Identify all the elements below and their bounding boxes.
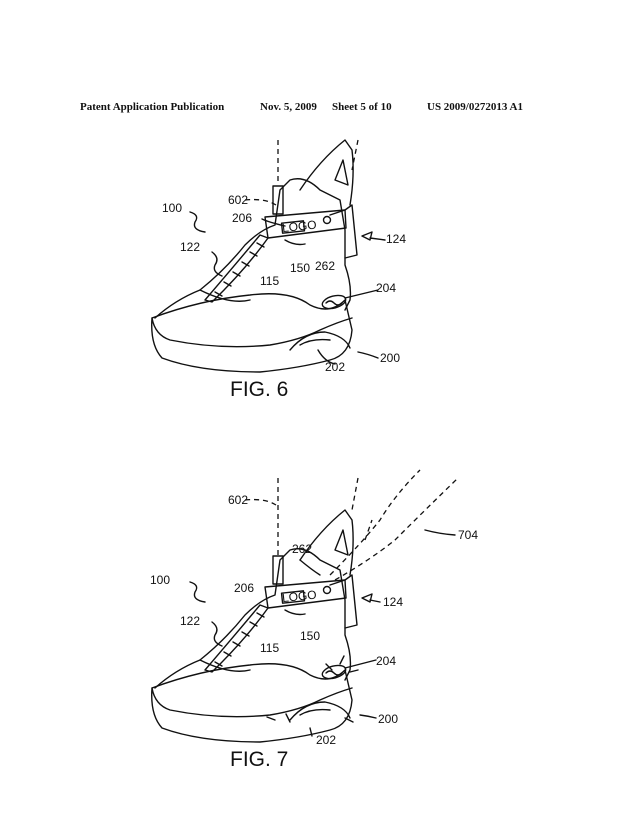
logo-text: LOGO xyxy=(281,218,317,236)
ref-602: 602 xyxy=(228,193,248,207)
ref-122: 122 xyxy=(180,614,200,628)
figure-7-caption: FIG. 7 xyxy=(230,748,288,771)
ref-204: 204 xyxy=(376,281,396,295)
ref-262: 262 xyxy=(292,542,312,556)
patent-number: US 2009/0272013 A1 xyxy=(427,101,523,113)
ref-100: 100 xyxy=(162,201,182,215)
ref-202: 202 xyxy=(325,360,345,374)
ref-124: 124 xyxy=(386,232,406,246)
ref-150: 150 xyxy=(290,261,310,275)
sheet-number: Sheet 5 of 10 xyxy=(332,101,392,113)
ref-206: 206 xyxy=(234,581,254,595)
figure-6-caption: FIG. 6 xyxy=(230,378,288,401)
ref-200: 200 xyxy=(380,351,400,365)
logo-box xyxy=(280,590,306,604)
ref-206: 206 xyxy=(232,211,252,225)
ref-262: 262 xyxy=(315,259,335,273)
publication-date: Nov. 5, 2009 xyxy=(260,101,317,113)
publication-type: Patent Application Publication xyxy=(80,101,225,113)
shoe-drawing xyxy=(151,139,358,373)
ref-115: 115 xyxy=(260,641,279,655)
ref-150: 150 xyxy=(300,629,320,643)
ref-100: 100 xyxy=(150,573,170,587)
ref-200: 200 xyxy=(378,712,398,726)
ref-602: 602 xyxy=(228,493,248,507)
ref-122: 122 xyxy=(180,240,200,254)
ref-202: 202 xyxy=(316,733,336,747)
figure-7: LOGO 602 262 704 100 206 124 122 150 115… xyxy=(150,469,478,771)
logo-text: LOGO xyxy=(281,588,317,606)
ref-204: 204 xyxy=(376,654,396,668)
ref-115: 115 xyxy=(260,274,279,288)
figure-6: LOGO 602 100 206 122 150 262 124 115 204… xyxy=(151,139,406,401)
logo-box xyxy=(280,220,306,234)
ref-124: 124 xyxy=(383,595,403,609)
ref-704: 704 xyxy=(458,528,478,542)
